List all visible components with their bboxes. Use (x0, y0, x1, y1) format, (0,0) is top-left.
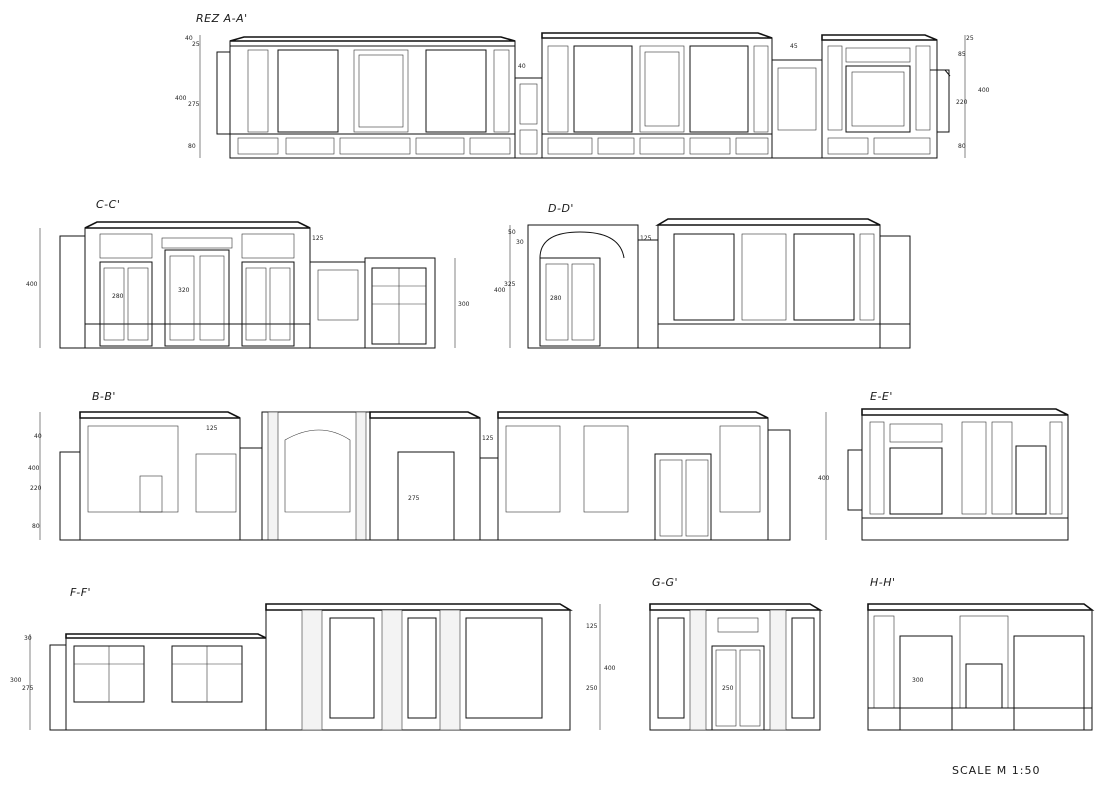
dim-c-400: 400 (26, 281, 38, 288)
dim-c-320: 320 (178, 287, 190, 294)
dim-a-85: 85 (958, 51, 966, 58)
dim-b-125: 125 (206, 425, 218, 432)
dimension-annotations: 40 25 400 275 80 40 45 400 25 85 220 80 … (10, 35, 990, 730)
dim-a-80: 80 (188, 143, 196, 150)
dim-f-300: 300 (10, 677, 22, 684)
elevation-f-f: F-F' (49, 586, 573, 731)
dim-c-300: 300 (458, 301, 470, 308)
section-label-a-a: REZ A-A' (196, 12, 248, 25)
dim-a-275: 275 (188, 101, 200, 108)
section-label-e-e: E-E' (870, 390, 893, 403)
section-label-c-c: C-C' (96, 198, 120, 211)
elevation-h-h: H-H' (867, 576, 1095, 731)
elevation-b-b: B-B' (59, 390, 791, 541)
dim-a-400: 400 (175, 95, 187, 102)
dim-d-30: 30 (516, 239, 524, 246)
dim-e-400: 400 (818, 475, 830, 482)
section-label-b-b: B-B' (92, 390, 116, 403)
dim-a-40b: 40 (518, 63, 526, 70)
elevation-c-c: C-C' (59, 198, 436, 349)
dim-b-400: 400 (28, 465, 40, 472)
dim-a-220: 220 (956, 99, 968, 106)
dim-d-325: 325 (504, 281, 516, 288)
section-label-d-d: D-D' (548, 202, 574, 215)
dim-d-125: 125 (640, 235, 652, 242)
dim-a-40: 40 (185, 35, 193, 42)
dim-d-50: 50 (508, 229, 516, 236)
dim-b-40: 40 (34, 433, 42, 440)
dim-h-300: 300 (912, 677, 924, 684)
scale-label: SCALE M 1:50 (952, 764, 1040, 777)
dim-a-45: 45 (790, 43, 798, 50)
dim-b-220: 220 (30, 485, 42, 492)
dim-a-400r: 400 (978, 87, 990, 94)
elevation-g-g: G-G' (649, 576, 823, 731)
section-label-f-f: F-F' (70, 586, 91, 599)
dim-b-125b: 125 (482, 435, 494, 442)
dim-c-280: 280 (112, 293, 124, 300)
dim-f-275: 275 (22, 685, 34, 692)
dim-a-25r: 25 (966, 35, 974, 42)
dim-f-125: 125 (586, 623, 598, 630)
elevation-d-d: D-D' (527, 202, 911, 349)
dim-d-400: 400 (494, 287, 506, 294)
dim-b-275: 275 (408, 495, 420, 502)
dim-b-80: 80 (32, 523, 40, 530)
dim-f-400: 400 (604, 665, 616, 672)
dim-c-125: 125 (312, 235, 324, 242)
dim-a-80r: 80 (958, 143, 966, 150)
section-label-h-h: H-H' (870, 576, 896, 589)
section-label-g-g: G-G' (652, 576, 678, 589)
dim-f-250: 250 (586, 685, 598, 692)
dim-a-25: 25 (192, 41, 200, 48)
dim-g-250: 250 (722, 685, 734, 692)
elevation-a-a: REZ A-A' (196, 12, 951, 159)
elevation-e-e: E-E' (847, 390, 1069, 541)
dim-d-280: 280 (550, 295, 562, 302)
dim-f-30: 30 (24, 635, 32, 642)
